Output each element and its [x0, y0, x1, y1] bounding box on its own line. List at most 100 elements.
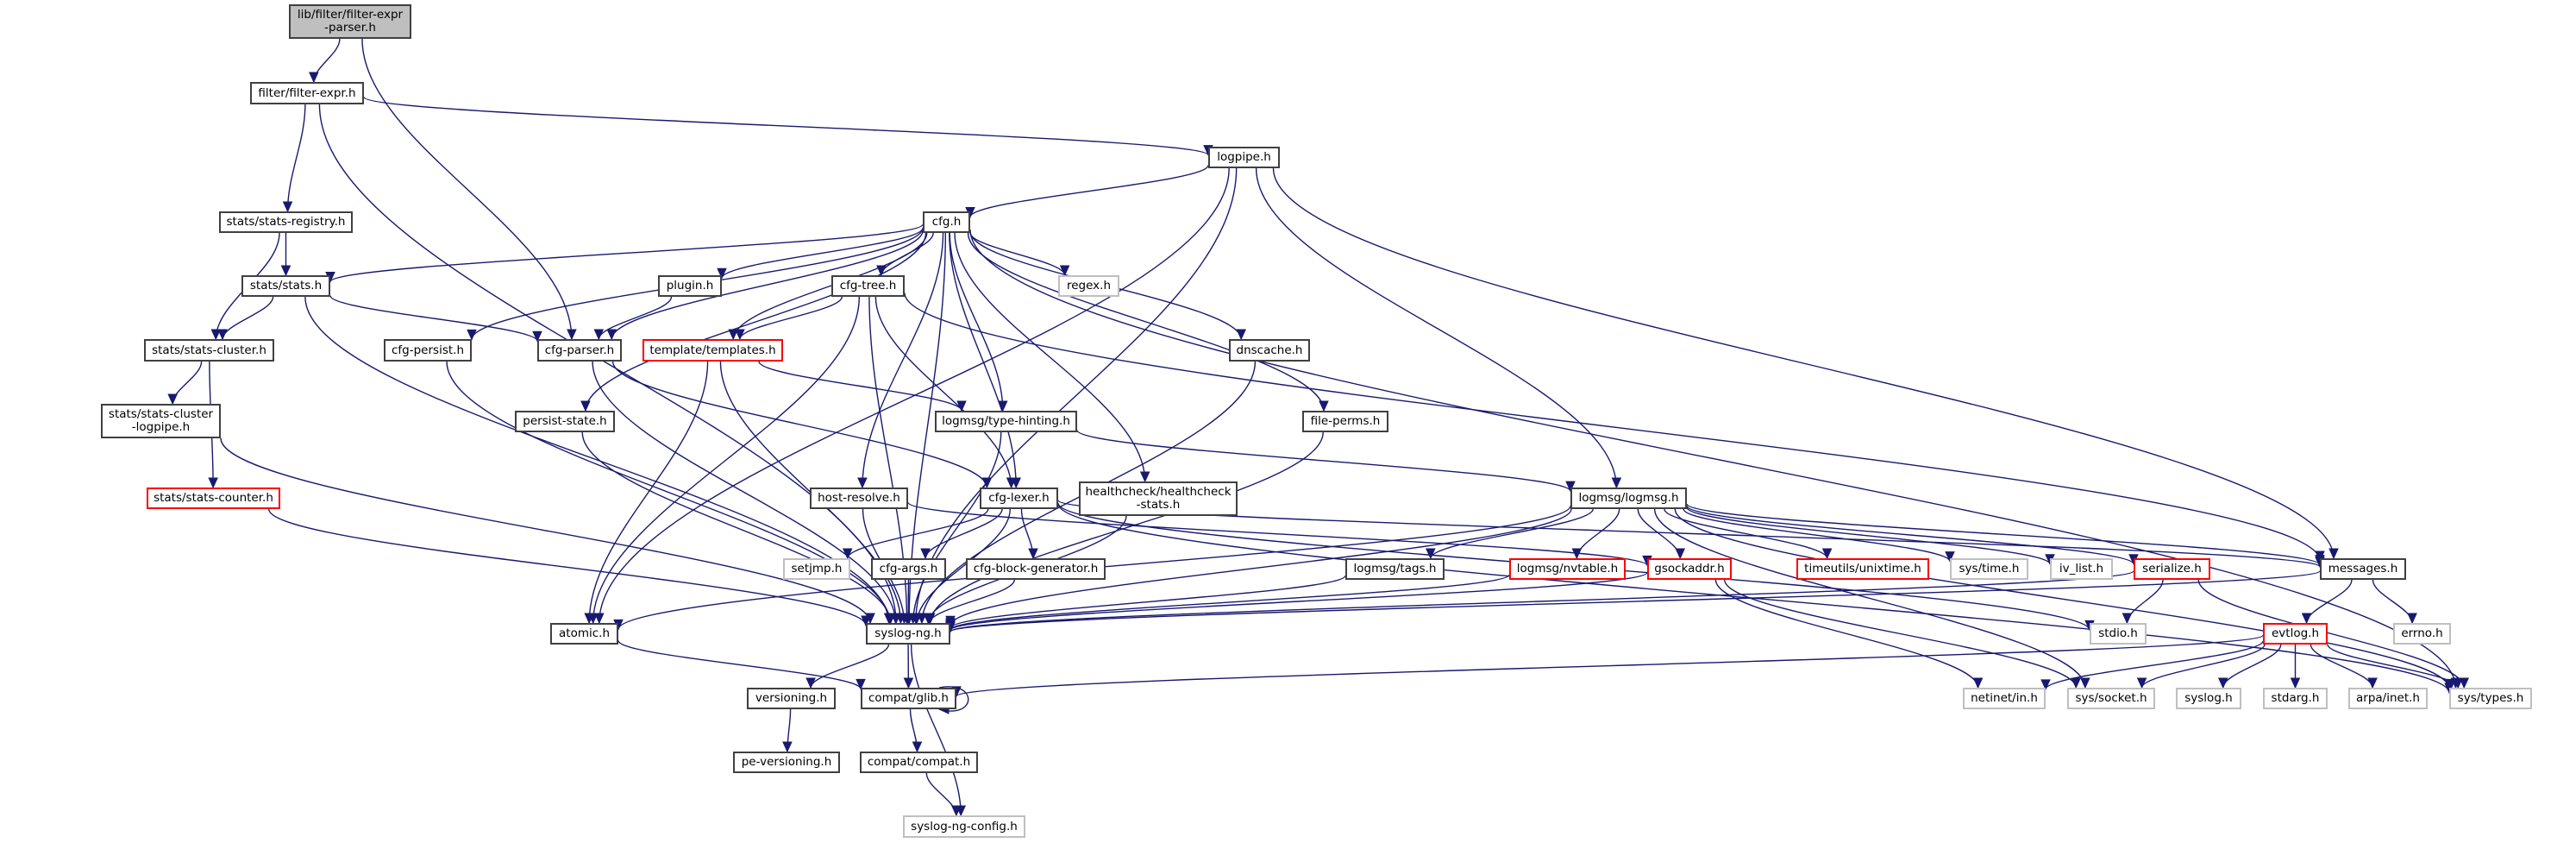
edge-cfg-to-persist-state: [585, 232, 927, 412]
node-cfg-args[interactable]: cfg-args.h: [871, 558, 946, 580]
node-unixtime[interactable]: timeutils/unixtime.h: [1796, 558, 1929, 580]
edge-filter-expr-to-logpipe: [363, 96, 1209, 156]
node-cfg-lexer[interactable]: cfg-lexer.h: [980, 488, 1058, 509]
node-label: logmsg/tags.h: [1353, 562, 1437, 576]
node-host-resolve[interactable]: host-resolve.h: [810, 488, 908, 509]
node-serialize[interactable]: serialize.h: [2134, 558, 2210, 580]
node-file-perms[interactable]: file-perms.h: [1302, 411, 1388, 432]
node-atomic[interactable]: atomic.h: [550, 623, 618, 645]
edge-cfg-to-type-hinting: [949, 232, 1004, 412]
node-healthcheck[interactable]: healthcheck/healthcheck -stats.h: [1079, 481, 1238, 516]
node-templates[interactable]: template/templates.h: [642, 339, 783, 362]
node-compat-glib[interactable]: compat/glib.h: [861, 688, 956, 709]
node-pe-versioning[interactable]: pe-versioning.h: [733, 752, 840, 773]
node-label: logmsg/type-hinting.h: [942, 414, 1070, 428]
node-syslog-h[interactable]: syslog.h: [2176, 688, 2241, 709]
node-stats-cluster[interactable]: stats/stats-cluster.h: [144, 339, 274, 362]
node-stats-counter[interactable]: stats/stats-counter.h: [147, 488, 280, 509]
node-label: lib/filter/filter-expr -parser.h: [297, 8, 404, 35]
arrowhead-icon: [903, 613, 913, 625]
node-logpipe[interactable]: logpipe.h: [1208, 147, 1280, 168]
node-cfg[interactable]: cfg.h: [923, 211, 970, 233]
edge-root-to-filter-expr: [313, 38, 341, 83]
node-label: stats/stats-cluster.h: [152, 343, 266, 357]
node-label: plugin.h: [666, 279, 714, 293]
node-cfg-parser[interactable]: cfg-parser.h: [537, 339, 622, 362]
edge-serialize-to-sys-types: [2197, 579, 2465, 689]
node-syslog-ng-config[interactable]: syslog-ng-config.h: [903, 815, 1025, 838]
edge-logmsg-to-messages: [1686, 503, 2321, 566]
node-evtlog[interactable]: evtlog.h: [2263, 623, 2328, 645]
node-persist-state[interactable]: persist-state.h: [515, 411, 615, 432]
node-cfg-persist[interactable]: cfg-persist.h: [384, 339, 472, 362]
arrowhead-icon: [567, 329, 577, 341]
node-label: cfg-persist.h: [392, 343, 464, 357]
node-logmsg[interactable]: logmsg/logmsg.h: [1570, 488, 1687, 509]
node-setjmp[interactable]: setjmp.h: [783, 558, 850, 580]
arrowhead-icon: [885, 613, 896, 625]
node-iv-list[interactable]: iv_list.h: [2050, 558, 2113, 580]
node-sys-types[interactable]: sys/types.h: [2449, 688, 2532, 709]
node-sys-time[interactable]: sys/time.h: [1950, 558, 2028, 580]
node-label: gsockaddr.h: [1654, 562, 1725, 576]
arrowhead-icon: [593, 329, 605, 341]
node-regex[interactable]: regex.h: [1058, 275, 1119, 297]
node-label: regex.h: [1066, 279, 1112, 293]
node-syslog-ng[interactable]: syslog-ng.h: [866, 623, 950, 645]
edge-cfg-to-stats: [329, 223, 924, 283]
node-stdarg[interactable]: stdarg.h: [2263, 688, 2328, 709]
node-stdio[interactable]: stdio.h: [2090, 623, 2147, 645]
edge-cfg-tree-to-messages: [904, 293, 2321, 562]
edge-templates-to-atomic: [588, 361, 709, 624]
node-sys-socket[interactable]: sys/socket.h: [2067, 688, 2155, 709]
node-errno[interactable]: errno.h: [2393, 623, 2451, 645]
arrowhead-icon: [956, 400, 967, 412]
edge-syslog-ng-to-versioning: [810, 644, 890, 689]
node-compat-compat[interactable]: compat/compat.h: [860, 752, 978, 773]
node-messages[interactable]: messages.h: [2320, 558, 2406, 580]
edge-evtlog-to-sys-socket: [2140, 644, 2266, 689]
node-netinet-in[interactable]: netinet/in.h: [1963, 688, 2046, 709]
node-stats-registry[interactable]: stats/stats-registry.h: [219, 211, 353, 233]
node-filter-expr[interactable]: filter/filter-expr.h: [250, 82, 364, 104]
node-stats-cluster-logpipe[interactable]: stats/stats-cluster -logpipe.h: [101, 404, 221, 438]
arrowhead-icon: [208, 477, 218, 489]
edge-cfg-persist-to-syslog-ng: [446, 361, 891, 624]
node-versioning[interactable]: versioning.h: [747, 688, 836, 709]
node-label: syslog-ng-config.h: [911, 819, 1018, 834]
arrowhead-icon: [2367, 677, 2378, 689]
arrowhead-icon: [1236, 329, 1246, 341]
node-label: healthcheck/healthcheck -stats.h: [1085, 485, 1232, 512]
edge-logmsg-to-sys-socket: [1653, 508, 2086, 689]
arrowhead-icon: [805, 677, 816, 689]
node-tags[interactable]: logmsg/tags.h: [1345, 558, 1445, 580]
node-gsockaddr[interactable]: gsockaddr.h: [1647, 558, 1732, 580]
node-type-hinting[interactable]: logmsg/type-hinting.h: [935, 411, 1077, 432]
node-stats[interactable]: stats/stats.h: [241, 275, 330, 297]
arrowhead-icon: [584, 613, 594, 625]
node-label: compat/compat.h: [867, 755, 971, 769]
node-cfg-block-generator[interactable]: cfg-block-generator.h: [966, 558, 1106, 580]
node-label: logmsg/logmsg.h: [1578, 491, 1679, 505]
node-label: stats/stats-cluster -logpipe.h: [108, 407, 214, 434]
arrowhead-icon: [1139, 471, 1150, 483]
node-nvtable[interactable]: logmsg/nvtable.h: [1509, 558, 1626, 580]
node-plugin[interactable]: plugin.h: [658, 275, 722, 297]
arrowhead-icon: [861, 615, 871, 627]
arrowhead-icon: [1028, 548, 1038, 560]
edge-cfg-to-healthcheck: [954, 232, 1146, 482]
edge-evtlog-to-syslog-h: [2222, 644, 2282, 689]
arrowhead-icon: [309, 72, 319, 84]
arrowhead-icon: [903, 677, 914, 689]
node-arpa-inet[interactable]: arpa/inet.h: [2348, 688, 2428, 709]
node-cfg-tree[interactable]: cfg-tree.h: [831, 275, 905, 297]
node-dnscache[interactable]: dnscache.h: [1229, 339, 1310, 362]
arrowhead-icon: [1319, 400, 1329, 412]
arrowhead-icon: [594, 613, 605, 625]
node-root[interactable]: lib/filter/filter-expr -parser.h: [289, 4, 411, 39]
edge-templates-to-type-hinting: [758, 361, 962, 412]
edge-cfg-to-host-resolve: [862, 232, 944, 488]
node-label: host-resolve.h: [818, 491, 900, 505]
arrowhead-icon: [2453, 677, 2464, 689]
